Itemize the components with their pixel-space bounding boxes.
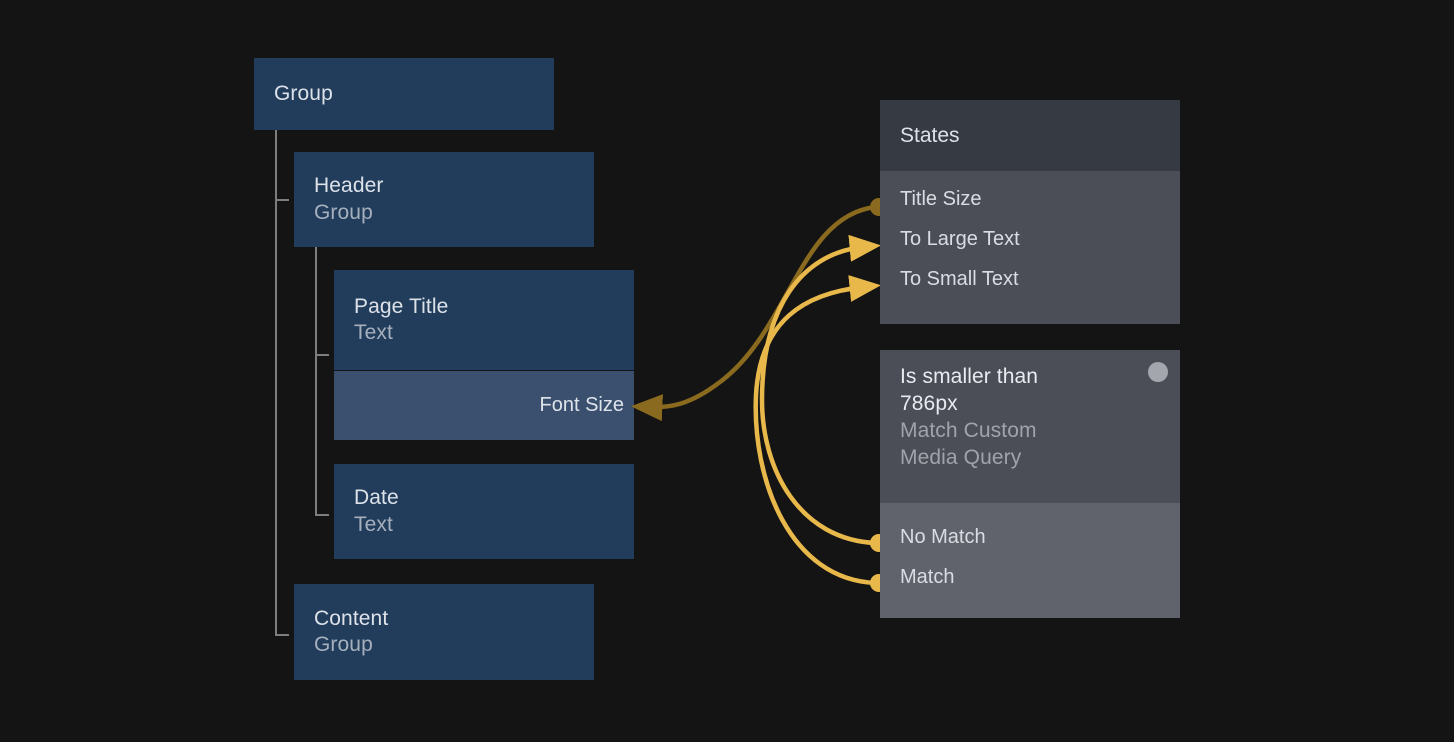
wire-title-size-to-font-size: [630, 204, 879, 422]
layer-node-group-title: Group: [274, 81, 333, 105]
layer-node-header-subtitle: Group: [314, 200, 373, 224]
property-row-font-size-label: Font Size: [539, 394, 624, 416]
layer-node-page-title-subtitle: Text: [354, 321, 393, 344]
tree-line-to-date: [315, 514, 329, 516]
state-row-title-size-label: Title Size: [900, 187, 982, 210]
state-row-to-small-text-label: To Small Text: [900, 267, 1019, 290]
property-row-font-size[interactable]: Font Size: [334, 371, 634, 440]
media-query-panel-outputs: No Match Match: [880, 503, 1180, 618]
tree-line-to-header: [275, 199, 289, 201]
media-query-subtitle-line-2: Media Query: [900, 445, 1022, 469]
layer-node-page-title[interactable]: Page Title Text: [334, 270, 634, 370]
layer-node-content-title: Content: [314, 606, 389, 630]
state-row-no-match[interactable]: No Match: [900, 517, 1160, 557]
tree-line-to-content: [275, 634, 289, 636]
states-panel-header[interactable]: States: [880, 100, 1180, 171]
status-dot-icon: [1148, 362, 1168, 382]
layer-node-page-title-title: Page Title: [354, 294, 449, 318]
layer-node-header[interactable]: Header Group: [294, 152, 594, 247]
state-row-title-size[interactable]: Title Size: [900, 179, 1160, 219]
tree-line-to-page-title: [315, 354, 329, 356]
media-query-panel-header: Is smaller than 786px Match Custom Media…: [880, 350, 1180, 503]
layer-node-date-subtitle: Text: [354, 512, 393, 536]
state-row-no-match-label: No Match: [900, 525, 986, 548]
states-panel-title: States: [900, 123, 960, 147]
layer-node-header-title: Header: [314, 174, 384, 198]
layer-node-group[interactable]: Group: [254, 58, 554, 130]
state-row-match-label: Match: [900, 565, 955, 588]
layer-node-content-subtitle: Group: [314, 633, 373, 656]
states-panel-body: Title Size To Large Text To Small Text: [880, 171, 1180, 324]
tree-line-root-vertical: [275, 130, 277, 636]
media-query-panel[interactable]: Is smaller than 786px Match Custom Media…: [880, 350, 1180, 618]
tree-line-header-vertical: [315, 242, 317, 516]
layer-node-date-title: Date: [354, 486, 399, 510]
media-query-title-line-2: 786px: [900, 391, 958, 415]
wire-match-to-small-text: [753, 275, 882, 586]
state-row-to-large-text[interactable]: To Large Text: [900, 219, 1160, 259]
media-query-title-line-1: Is smaller than: [900, 365, 1039, 388]
wire-no-match-to-large-text: [759, 234, 882, 546]
layer-node-date[interactable]: Date Text: [334, 464, 634, 559]
media-query-subtitle-line-1: Match Custom: [900, 418, 1037, 442]
layer-node-content[interactable]: Content Group: [294, 584, 594, 680]
state-row-match[interactable]: Match: [900, 557, 1160, 597]
state-row-to-large-text-label: To Large Text: [900, 227, 1020, 250]
states-panel[interactable]: States Title Size To Large Text To Small…: [880, 100, 1180, 324]
state-row-to-small-text[interactable]: To Small Text: [900, 259, 1160, 299]
